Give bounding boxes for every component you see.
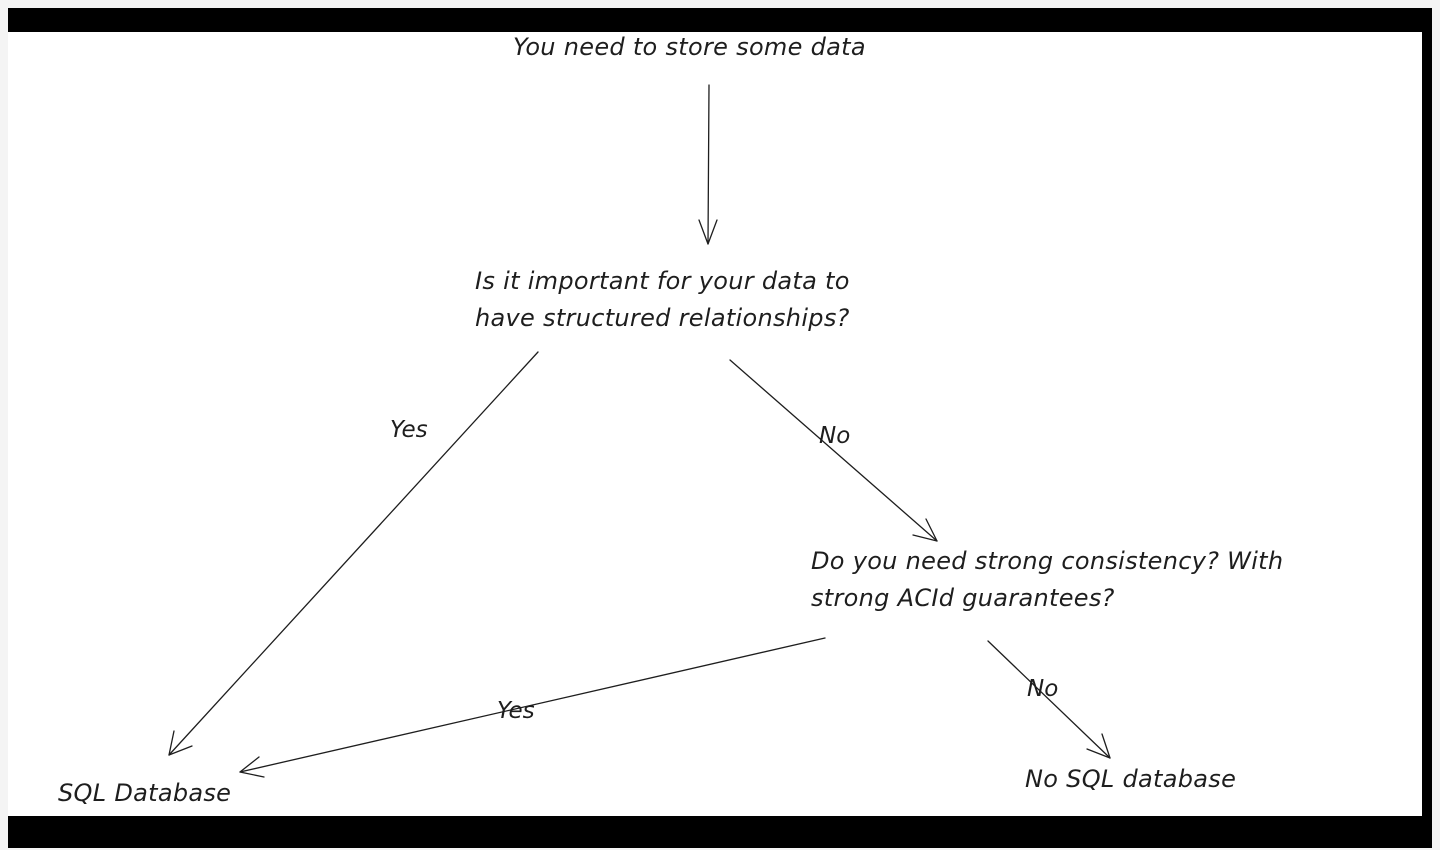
edge-label-consistency-yes: Yes (497, 698, 535, 724)
sql-database-node[interactable]: SQL Database (58, 775, 231, 812)
arrow-structured-question-yes-to-sql[interactable] (168, 351, 539, 756)
diagram-arrows (168, 84, 1111, 778)
edge-label-consistency-no: No (1027, 676, 1059, 702)
whiteboard-canvas[interactable]: You need to store some data Is it import… (8, 32, 1422, 816)
edge-label-structured-yes: Yes (390, 417, 428, 443)
nosql-database-node[interactable]: No SQL database (1025, 761, 1236, 798)
start-node[interactable]: You need to store some data (513, 32, 866, 66)
structured-relationships-question-node[interactable]: Is it important for your data to have st… (475, 263, 850, 337)
arrow-start-to-structured-question[interactable] (698, 84, 718, 245)
arrow-consistency-question-yes-to-sql[interactable] (239, 637, 826, 778)
strong-consistency-question-node[interactable]: Do you need strong consistency? With str… (811, 543, 1283, 617)
arrow-consistency-question-no-to-nosql[interactable] (987, 640, 1111, 759)
consistency-question-line-2: strong ACId guarantees? (811, 584, 1115, 612)
consistency-question-line-1: Do you need strong consistency? With (811, 547, 1284, 575)
arrow-structured-question-no-to-consistency-question[interactable] (729, 359, 938, 542)
nosql-database-text: No SQL database (1025, 765, 1237, 793)
edge-label-structured-no: No (819, 423, 851, 449)
sql-database-text: SQL Database (58, 779, 232, 807)
start-node-text: You need to store some data (513, 33, 866, 61)
structured-question-line-2: have structured relationships? (475, 304, 850, 332)
structured-question-line-1: Is it important for your data to (475, 267, 850, 295)
